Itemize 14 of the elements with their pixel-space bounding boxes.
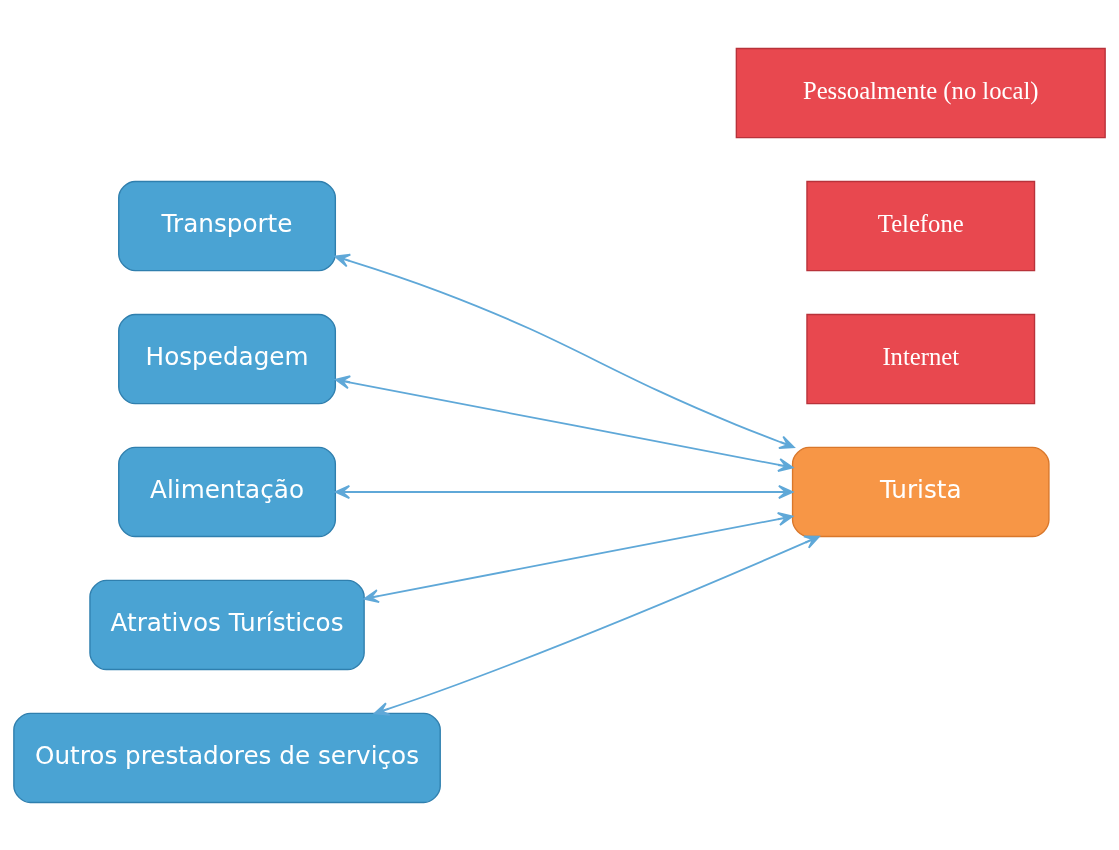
node-box: Transporte [118,180,337,271]
node-box: Telefone [806,180,1036,271]
node-box: Atrativos Turísticos [89,579,365,670]
node-box: Alimentação [118,446,337,537]
arrow [363,511,794,603]
arrow [334,253,795,449]
node-box: Turista [791,446,1050,537]
node-box: Internet [806,313,1036,404]
arrow [373,535,820,716]
node-box: Pessoalmente (no local) [735,47,1106,138]
arrow [334,374,794,472]
node-box: Hospedagem [118,313,337,404]
arrow [334,484,794,499]
node-box: Outros prestadores de serviços [13,712,441,803]
